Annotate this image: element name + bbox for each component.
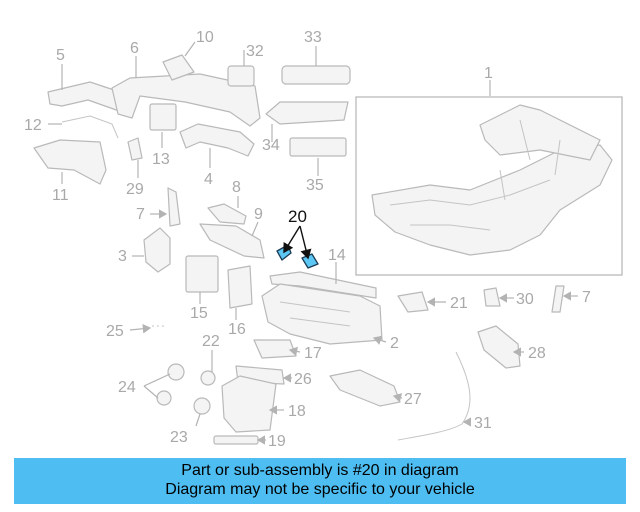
- part-3-shape: [143, 227, 171, 273]
- callout-34: 34: [262, 137, 280, 154]
- part-31-shape: [397, 351, 471, 441]
- part-30-shape: [483, 287, 501, 307]
- part-24-shape: [167, 363, 185, 381]
- part-28-shape: [477, 325, 521, 369]
- callout-6: 6: [130, 40, 139, 57]
- part-22-shape: [200, 370, 216, 386]
- callout-28: 28: [528, 345, 546, 362]
- part-14-shape: [269, 271, 377, 299]
- part-33-shape: [281, 65, 351, 85]
- parts-diagram: 1 2 3 5 6 7 7 8 9 10 11 12 13 14 15 16 1…: [24, 29, 623, 450]
- callout-30: 30: [516, 291, 534, 308]
- callout-10: 10: [196, 29, 214, 46]
- callout-21: 21: [450, 295, 468, 312]
- callout-1: 1: [484, 65, 493, 82]
- callout-22: 22: [202, 333, 220, 350]
- part-23-shape: [193, 397, 211, 415]
- part-8-shape: [207, 203, 247, 225]
- callout-35: 35: [306, 177, 324, 194]
- part-7-right-shape: [551, 285, 565, 313]
- info-banner: Part or sub-assembly is #20 in diagram D…: [14, 458, 626, 504]
- part-18-shape: [221, 375, 277, 433]
- part-15-shape: [185, 255, 219, 293]
- callout-5: 5: [56, 47, 65, 64]
- callout-19: 19: [268, 433, 286, 450]
- callout-26: 26: [294, 371, 312, 388]
- part-1-detail-box: [355, 96, 623, 276]
- part-9-shape: [199, 223, 265, 259]
- callout-15: 15: [190, 305, 208, 322]
- callout-17: 17: [304, 345, 322, 362]
- part-12-shape: [61, 115, 119, 139]
- callout-3: 3: [118, 248, 127, 265]
- callout-labels: 1 2 3 5 6 7 7 8 9 10 11 12 13 14 15 16 1…: [24, 29, 591, 450]
- callout-29: 29: [126, 181, 144, 198]
- callout-8: 8: [232, 179, 241, 196]
- callout-33: 33: [304, 29, 322, 46]
- callout-9: 9: [254, 206, 263, 223]
- part-19-shape: [213, 435, 259, 445]
- callout-27: 27: [404, 391, 422, 408]
- part-34-shape: [265, 101, 349, 125]
- callout-25: 25: [106, 323, 124, 340]
- part-13-shape: [149, 103, 177, 131]
- leader-lines: [48, 41, 578, 445]
- callout-32: 32: [246, 43, 264, 60]
- callout-20[interactable]: 20: [288, 207, 307, 226]
- callout-2: 2: [390, 335, 399, 352]
- part-21-shape: [397, 291, 429, 313]
- callout-7: 7: [136, 206, 145, 223]
- part-4-shape: [179, 123, 255, 157]
- banner-line-2: Diagram may not be specific to your vehi…: [165, 481, 475, 498]
- part-35-shape: [289, 137, 347, 157]
- part-10-shape: [162, 54, 195, 81]
- callout-18: 18: [288, 403, 306, 420]
- callout-13: 13: [152, 151, 170, 168]
- part-16-shape: [227, 265, 253, 309]
- part-17-shape: [253, 339, 297, 359]
- callout-16: 16: [228, 321, 246, 338]
- part-29-shape: [127, 137, 143, 161]
- part-20-highlight: [276, 244, 319, 269]
- callout-24: 24: [118, 379, 136, 396]
- callout-14: 14: [328, 247, 346, 264]
- part-7-shape: [167, 187, 181, 227]
- banner-line-1: Part or sub-assembly is #20 in diagram: [181, 462, 459, 479]
- callout-12: 12: [24, 117, 42, 134]
- callout-31: 31: [474, 415, 492, 432]
- part-27-shape: [329, 369, 401, 407]
- callout-4: 4: [204, 171, 213, 188]
- part-11-shape: [33, 139, 107, 185]
- callout-7-right: 7: [582, 289, 591, 306]
- part-32-shape: [227, 65, 255, 87]
- callout-11: 11: [52, 187, 69, 204]
- callout-23: 23: [170, 429, 188, 446]
